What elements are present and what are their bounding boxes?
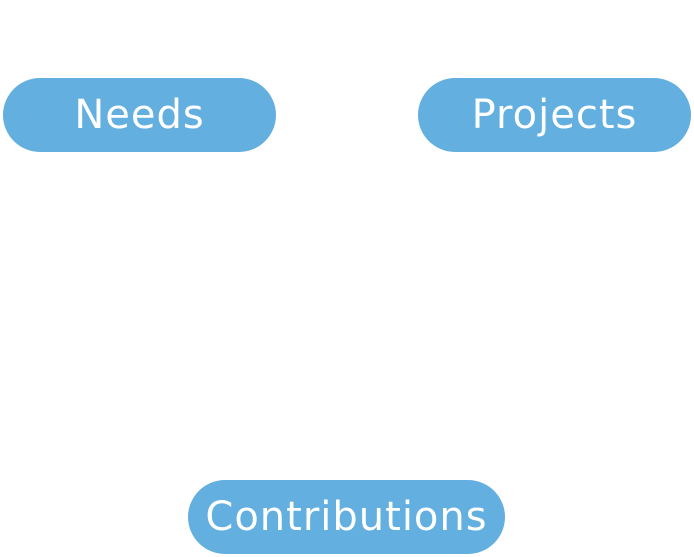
projects-button[interactable]: Projects [418, 78, 691, 152]
projects-label: Projects [471, 92, 638, 138]
contributions-label: Contributions [205, 494, 488, 540]
needs-label: Needs [74, 92, 205, 138]
needs-button[interactable]: Needs [3, 78, 276, 152]
contributions-button[interactable]: Contributions [188, 480, 505, 554]
